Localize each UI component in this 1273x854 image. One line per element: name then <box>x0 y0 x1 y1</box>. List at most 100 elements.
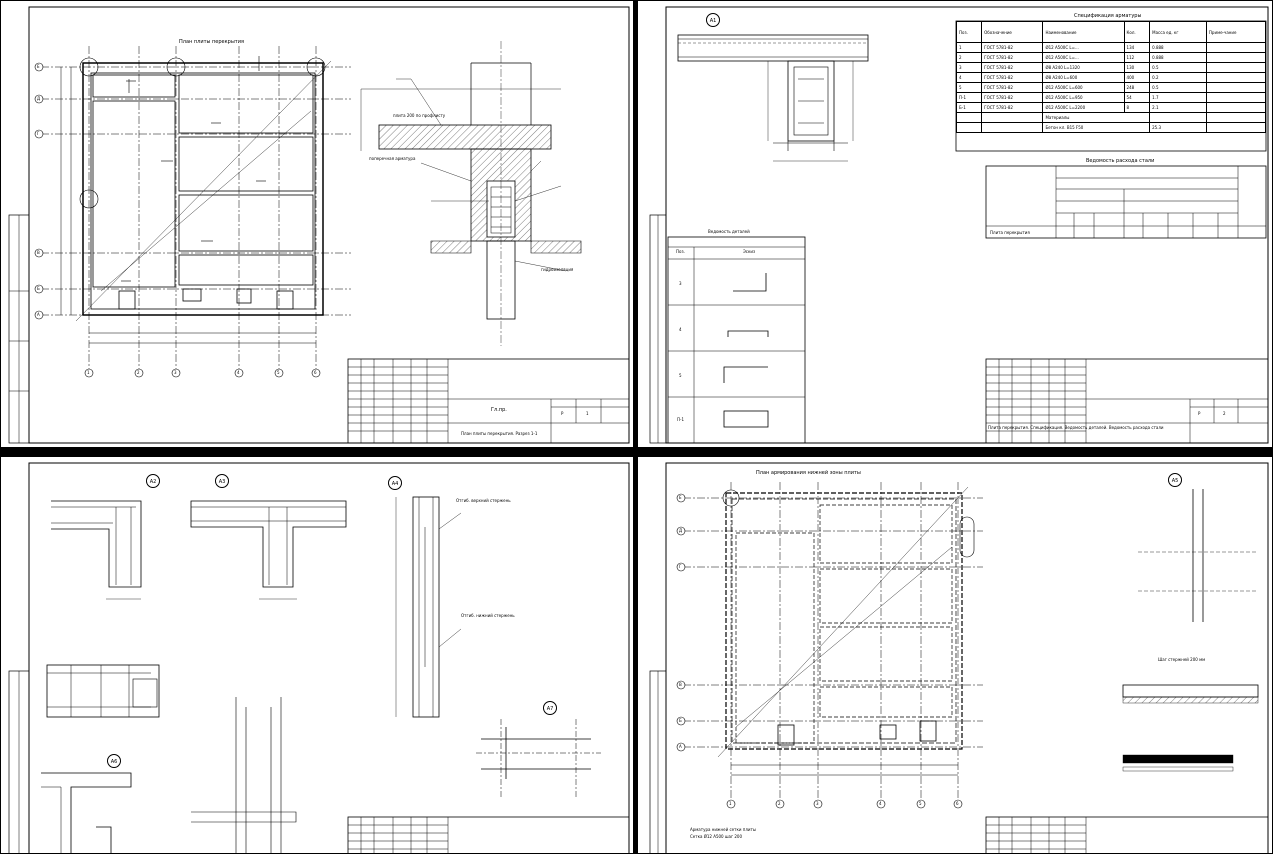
section-note-2: поперечная арматура <box>369 156 416 161</box>
spec-cell <box>1205 62 1267 73</box>
spec-cell: 248 <box>1123 82 1151 93</box>
grid-number-1-b: 1 <box>729 801 732 806</box>
spec-cell: Ø8 А240 L=1320 <box>1042 62 1125 73</box>
sheet-slab-plan: План плиты перекрытия плита 200 по профл… <box>0 0 634 448</box>
spec-cell: Ø12 А500С L=2200 <box>1042 102 1125 113</box>
grid-number-6: 6 <box>314 370 317 375</box>
plan-title-bottom: План армирования нижней зоны плиты <box>756 470 861 476</box>
spec-cell <box>1205 92 1267 103</box>
spec-cell <box>1205 72 1267 83</box>
spec-cell: ГОСТ 5781-82 <box>981 52 1044 63</box>
grid-number-5-b: 5 <box>919 801 922 806</box>
note-top-bar: Отгиб. верхний стержень <box>456 498 511 503</box>
grid-number-2-b: 2 <box>778 801 781 806</box>
sheet-specification: А1 Спецификация арматуры Поз. Обозначени… <box>637 0 1273 448</box>
spec-cell <box>955 122 983 133</box>
note-bottom-bar: Отгиб. нижний стержень <box>461 613 515 618</box>
spec-cell <box>1205 52 1267 63</box>
spec-cell: Ø12 А500С L=950 <box>1042 92 1125 103</box>
spec-cell: 5 <box>955 82 983 93</box>
spec-cell: 8 <box>1123 102 1151 113</box>
grid-number-1: 1 <box>87 370 90 375</box>
section-note-3: гидроизоляция <box>541 267 574 272</box>
spec-cell: ГОСТ 5781-82 <box>981 42 1044 53</box>
step-note: Шаг стержней 200 мм <box>1158 657 1206 662</box>
spec-header-cell: Приме-чание <box>1205 21 1267 43</box>
grid-number-3: 3 <box>174 370 177 375</box>
spec-cell: 4 <box>955 72 983 83</box>
grid-letter-v: В <box>37 250 40 255</box>
reinforcement-drawing <box>649 462 1269 853</box>
bottom-note-2: Сетка Ø12 A500 шаг 200 <box>690 834 742 839</box>
title-block-center: План плиты перекрытия. Разрез 1-1 <box>461 431 538 436</box>
spec-title: Спецификация арматуры <box>1074 13 1142 19</box>
spec-cell: 130 <box>1123 62 1151 73</box>
grid-letter-a: А <box>37 312 40 317</box>
steel-row-label: Плита перекрытия <box>990 230 1030 235</box>
spec-cell <box>955 112 983 123</box>
grid-number-6-b: 6 <box>956 801 959 806</box>
sheet-separator-vertical <box>634 0 637 854</box>
grid-number-4: 4 <box>237 370 240 375</box>
specification-drawing <box>649 6 1269 444</box>
spec-cell <box>1205 112 1267 123</box>
spec-cell: Ø12 А500С L=... <box>1042 42 1125 53</box>
spec-cell: П-1 <box>955 92 983 103</box>
sheet-bottom-reinforcement: План армирования нижней зоны плиты А5 Ша… <box>637 456 1273 854</box>
grid-letter-b: Б <box>37 286 40 291</box>
spec-cell: Ø8 А240 L=600 <box>1042 72 1125 83</box>
bend-col-pos: Поз. <box>676 249 685 254</box>
detail-a5-label: А5 <box>1168 473 1182 487</box>
spec-cell <box>981 112 1044 123</box>
spec-cell: 2 <box>955 52 983 63</box>
grid-letter-g-b: Г <box>679 564 682 569</box>
spec-cell <box>1205 122 1267 133</box>
spec-cell: 54 <box>1123 92 1151 103</box>
bend-row-4: 4 <box>679 327 682 332</box>
slab-plan-drawing <box>8 6 630 444</box>
title-block-center-2: Плита перекрытия. Спецификация. Ведомост… <box>988 425 1164 430</box>
bend-col-sketch: Эскиз <box>743 249 756 254</box>
bend-row-3: 3 <box>679 281 682 286</box>
spec-concrete: Бетон кл. В15 F50 <box>1042 122 1151 133</box>
detail-a6-label: А6 <box>107 754 121 768</box>
grid-letter-b-b: Б <box>679 718 682 723</box>
spec-cell <box>981 122 1044 133</box>
spec-header-cell: Обозначение <box>981 21 1044 43</box>
grid-number-3-b: 3 <box>816 801 819 806</box>
spec-header-cell: Наименование <box>1042 21 1125 43</box>
section-note-1: плита 200 по профлисту <box>393 113 446 118</box>
spec-cell: ГОСТ 5781-82 <box>981 62 1044 73</box>
grid-letter-d-b: Д <box>679 528 683 533</box>
spec-cell: 400 <box>1123 72 1151 83</box>
spec-concrete-val: 25.3 <box>1149 122 1207 133</box>
detail-a3-label: А3 <box>215 474 229 488</box>
grid-letter-v-b: В <box>679 682 682 687</box>
title-block-sheet: 1 <box>586 411 589 416</box>
grid-letter-g: Г <box>37 131 40 136</box>
spec-header-cell: Кол. <box>1123 21 1151 43</box>
grid-number-2: 2 <box>137 370 140 375</box>
spec-cell <box>1149 112 1207 123</box>
spec-cell: Ø12 А500С L=... <box>1042 52 1125 63</box>
sheet-separator-horizontal <box>0 448 1273 456</box>
spec-cell: ГОСТ 5781-82 <box>981 72 1044 83</box>
spec-header-cell: Поз. <box>955 21 983 43</box>
steel-table-title: Ведомость расхода стали <box>1086 158 1155 164</box>
title-block-sheet-2: 2 <box>1223 411 1226 416</box>
bend-table-title: Ведомость деталей <box>708 229 750 234</box>
spec-cell: 1.7 <box>1149 92 1207 103</box>
detail-a4-label: А4 <box>388 476 402 490</box>
grid-letter-e: Е <box>37 64 40 69</box>
spec-header-cell: Масса ед. кг <box>1149 21 1207 43</box>
spec-cell: 134 <box>1123 42 1151 53</box>
spec-cell: Ø12 А500С L=600 <box>1042 82 1125 93</box>
detail-a2-label: А2 <box>146 474 160 488</box>
spec-cell: 0.888 <box>1149 52 1207 63</box>
